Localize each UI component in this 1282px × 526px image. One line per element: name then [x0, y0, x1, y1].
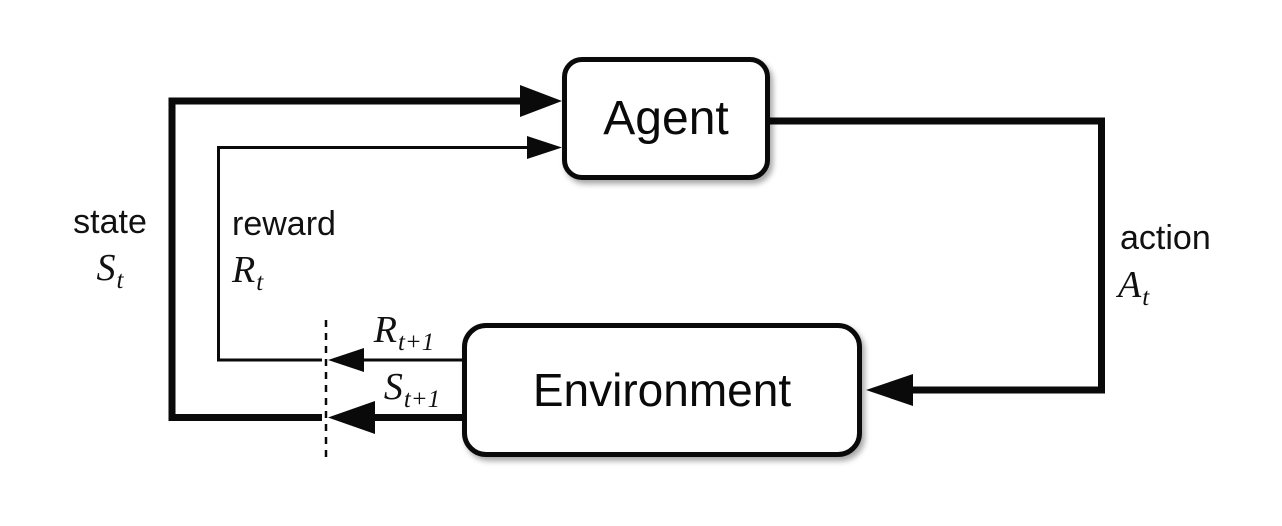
reward-word-label: reward	[232, 205, 336, 243]
agent-node: Agent	[562, 57, 770, 180]
action-symbol-subscript: t	[1142, 283, 1150, 311]
action-arrowhead-environment-icon	[866, 374, 913, 406]
next-reward-symbol: Rt+1	[352, 311, 456, 355]
environment-label: Environment	[532, 364, 792, 416]
state-arrowhead-agent-icon	[520, 85, 562, 117]
next-state-symbol-subscript: t+1	[403, 385, 441, 413]
reward-symbol-subscript: t	[256, 268, 264, 296]
reward-arrowhead-agent-icon	[527, 136, 562, 159]
agent-label: Agent	[603, 92, 729, 145]
action-symbol: At	[1118, 266, 1149, 310]
state-line-loop	[168, 97, 524, 421]
state-symbol-letter: S	[96, 247, 116, 289]
next-state-symbol: St+1	[360, 368, 464, 412]
reward-arrow	[217, 136, 562, 372]
next-reward-symbol-letter: R	[373, 309, 397, 351]
reward-symbol: Rt	[232, 251, 263, 295]
next-reward-symbol-subscript: t+1	[397, 328, 435, 356]
state-word-label: state	[73, 203, 147, 241]
action-arrow	[770, 117, 1105, 406]
state-symbol-subscript: t	[116, 266, 124, 294]
state-arrow	[168, 85, 562, 434]
reward-line-loop	[217, 146, 528, 362]
next-state-symbol-letter: S	[383, 366, 403, 408]
action-word-label: action	[1120, 219, 1211, 257]
action-symbol-letter: A	[1118, 264, 1142, 306]
action-line	[770, 117, 1105, 394]
reward-arrowhead-boundary-icon	[328, 348, 364, 372]
state-symbol: St	[58, 249, 162, 293]
environment-node: Environment	[462, 323, 862, 457]
state-arrowhead-boundary-icon	[328, 401, 375, 434]
reward-symbol-letter: R	[232, 249, 256, 291]
